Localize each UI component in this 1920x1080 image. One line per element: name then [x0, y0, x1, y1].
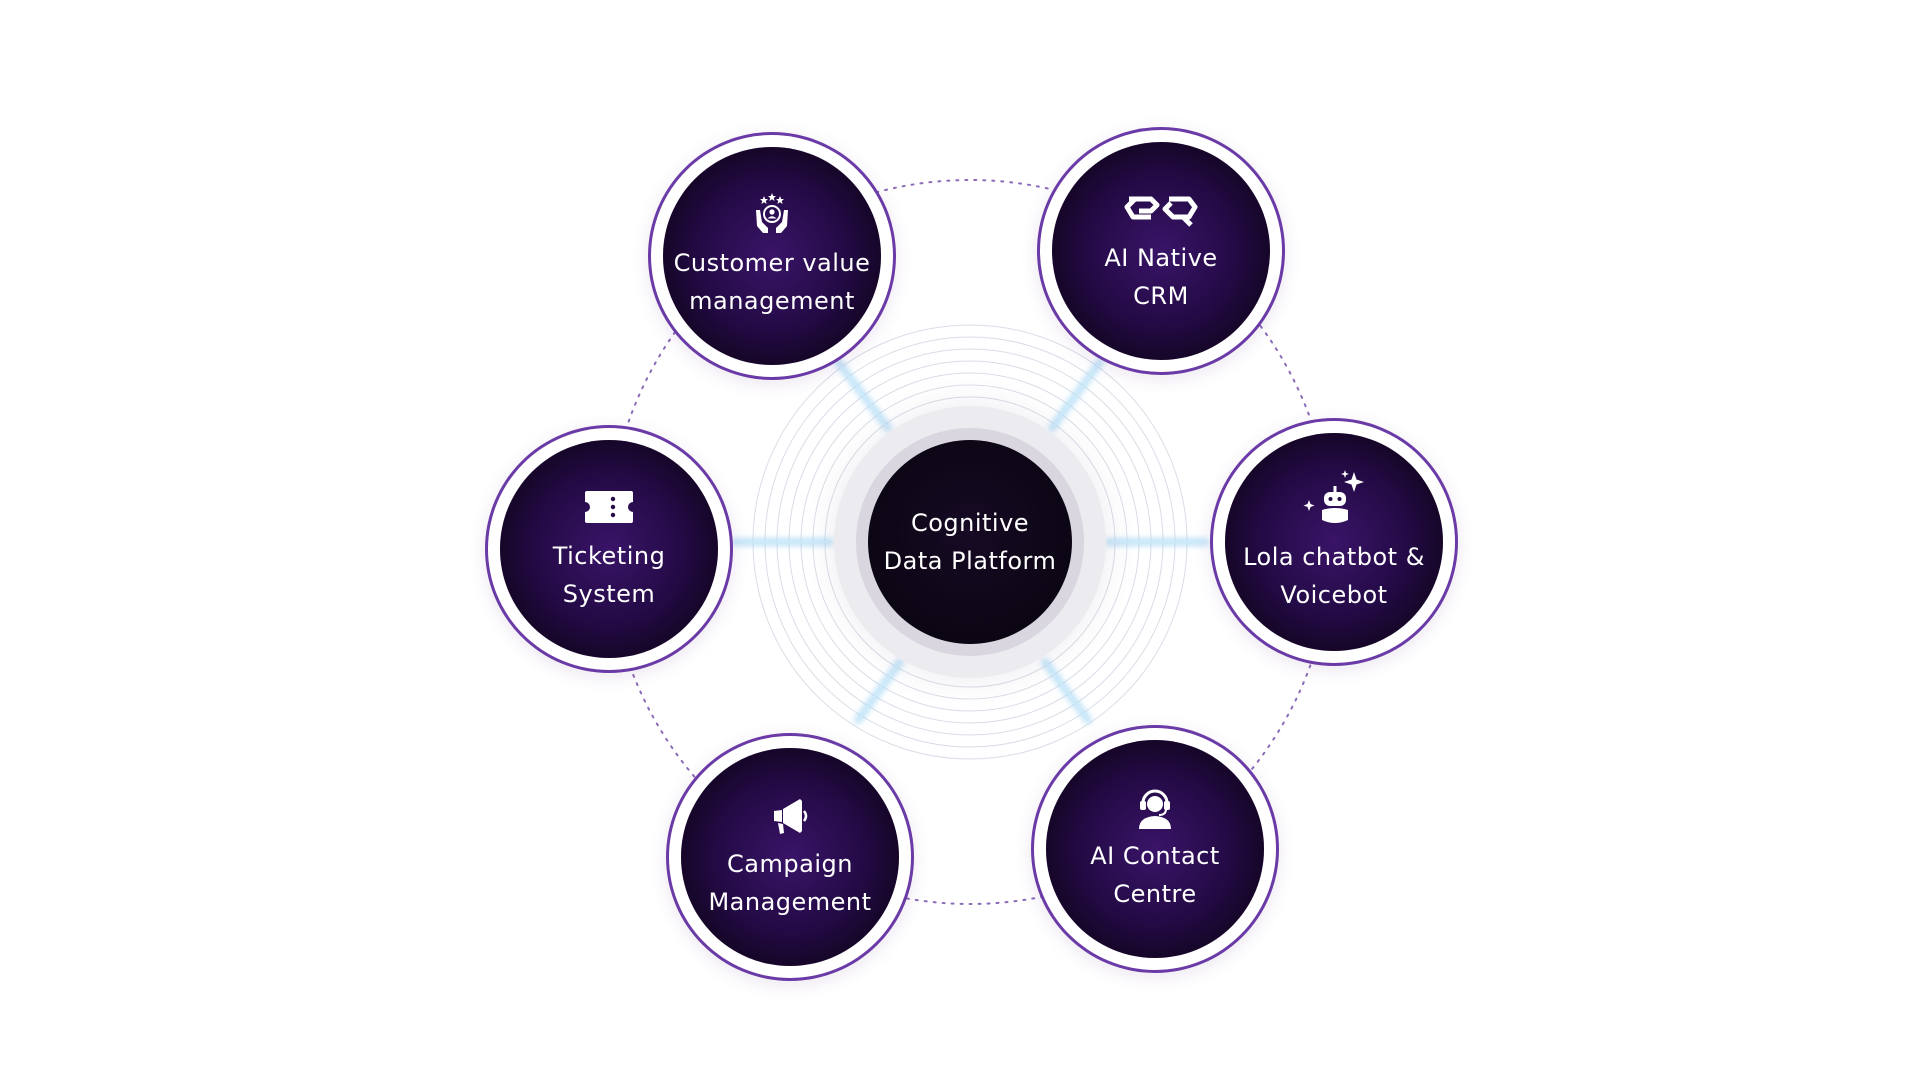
- node-label-line2: Centre: [1113, 880, 1197, 908]
- chain-link-icon: [1121, 187, 1201, 231]
- megaphone-icon: [768, 793, 812, 837]
- node-label-line2: management: [689, 287, 855, 315]
- node-label-line2: System: [562, 580, 656, 608]
- node-lola-chatbot-voicebot[interactable]: Lola chatbot & Voicebot: [1225, 433, 1443, 651]
- headset-agent-icon: [1133, 785, 1177, 829]
- node-label-line1: Lola chatbot &: [1243, 543, 1425, 571]
- node-customer-value-management[interactable]: Customer value management: [663, 147, 881, 365]
- node-label-line1: AI Native: [1104, 244, 1218, 272]
- node-label-line2: CRM: [1133, 282, 1189, 310]
- node-ai-native-crm[interactable]: AI Native CRM: [1052, 142, 1270, 360]
- node-label-line2: Voicebot: [1280, 581, 1388, 609]
- robot-sparkles-icon: [1299, 470, 1369, 530]
- node-label-line1: Ticketing: [552, 542, 666, 570]
- ticket-icon: [583, 485, 635, 529]
- node-ticketing-system[interactable]: Ticketing System: [500, 440, 718, 658]
- center-label-line1: Cognitive: [910, 509, 1030, 537]
- center-node-cognitive-data-platform[interactable]: Cognitive Data Platform: [868, 440, 1072, 644]
- node-label-line1: AI Contact: [1090, 842, 1220, 870]
- node-label-line2: Management: [708, 888, 872, 916]
- node-label-line1: Campaign: [727, 850, 853, 878]
- node-ai-contact-centre[interactable]: AI Contact Centre: [1046, 740, 1264, 958]
- center-label-line2: Data Platform: [883, 547, 1057, 575]
- connector-lines: [731, 358, 1209, 724]
- hands-user-stars-icon: [750, 192, 794, 236]
- node-campaign-management[interactable]: Campaign Management: [681, 748, 899, 966]
- node-label-line1: Customer value: [673, 249, 871, 277]
